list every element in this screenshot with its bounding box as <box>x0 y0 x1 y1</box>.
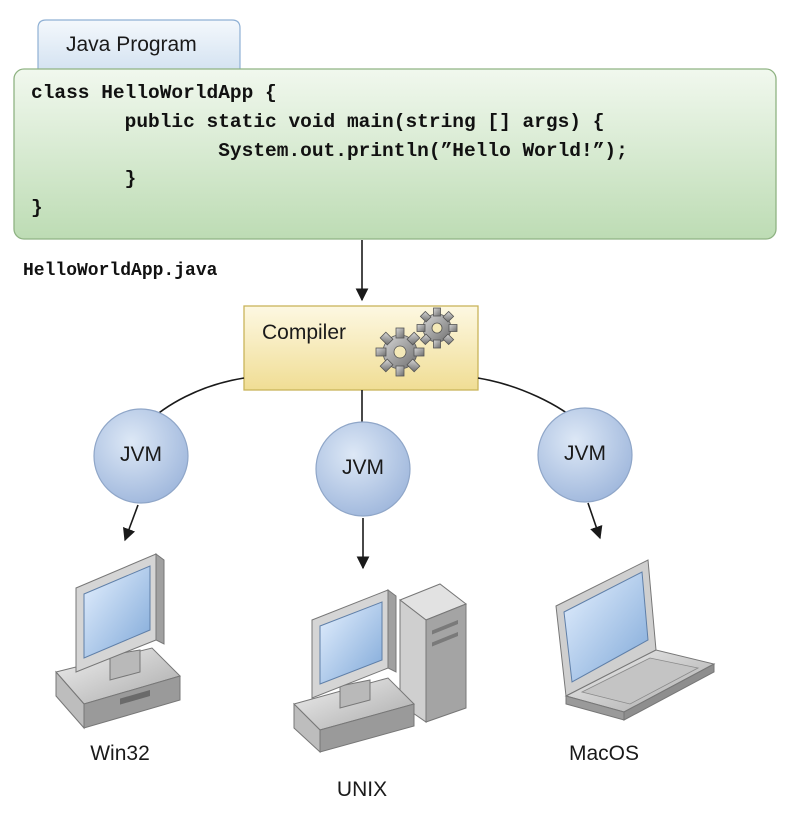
code-line-3: System.out.println(”Hello World!”); <box>31 140 628 162</box>
code-line-4: } <box>31 168 137 190</box>
code-panel <box>13 68 777 240</box>
jvm-circle-2 <box>315 421 411 517</box>
platform-label-macos: MacOS <box>568 742 639 765</box>
code-line-2: public static void main(string [] args) … <box>31 111 605 133</box>
jvm-label-2: JVM <box>342 456 384 479</box>
compiler-label: Compiler <box>262 321 347 344</box>
arrow-jvm-to-win32 <box>123 504 139 542</box>
source-file-name: HelloWorldApp.java <box>23 261 218 281</box>
program-tab <box>37 19 241 73</box>
gears-icon <box>375 307 458 377</box>
platform-label-win32: Win32 <box>90 742 150 765</box>
arrow-jvm-to-macos <box>587 502 603 540</box>
jvm-circle-1 <box>93 408 189 504</box>
workstation-tower-icon <box>293 583 468 754</box>
jvm-circle-3 <box>537 407 633 503</box>
program-tab-label: Java Program <box>66 33 197 56</box>
laptop-icon <box>555 559 716 721</box>
desktop-computer-icon <box>55 553 181 730</box>
platform-label-unix: UNIX <box>336 778 388 801</box>
jvm-label-3: JVM <box>564 442 606 465</box>
code-line-5: } <box>31 197 43 219</box>
code-line-1: class HelloWorldApp { <box>31 82 277 104</box>
jvm-label-1: JVM <box>120 443 162 466</box>
